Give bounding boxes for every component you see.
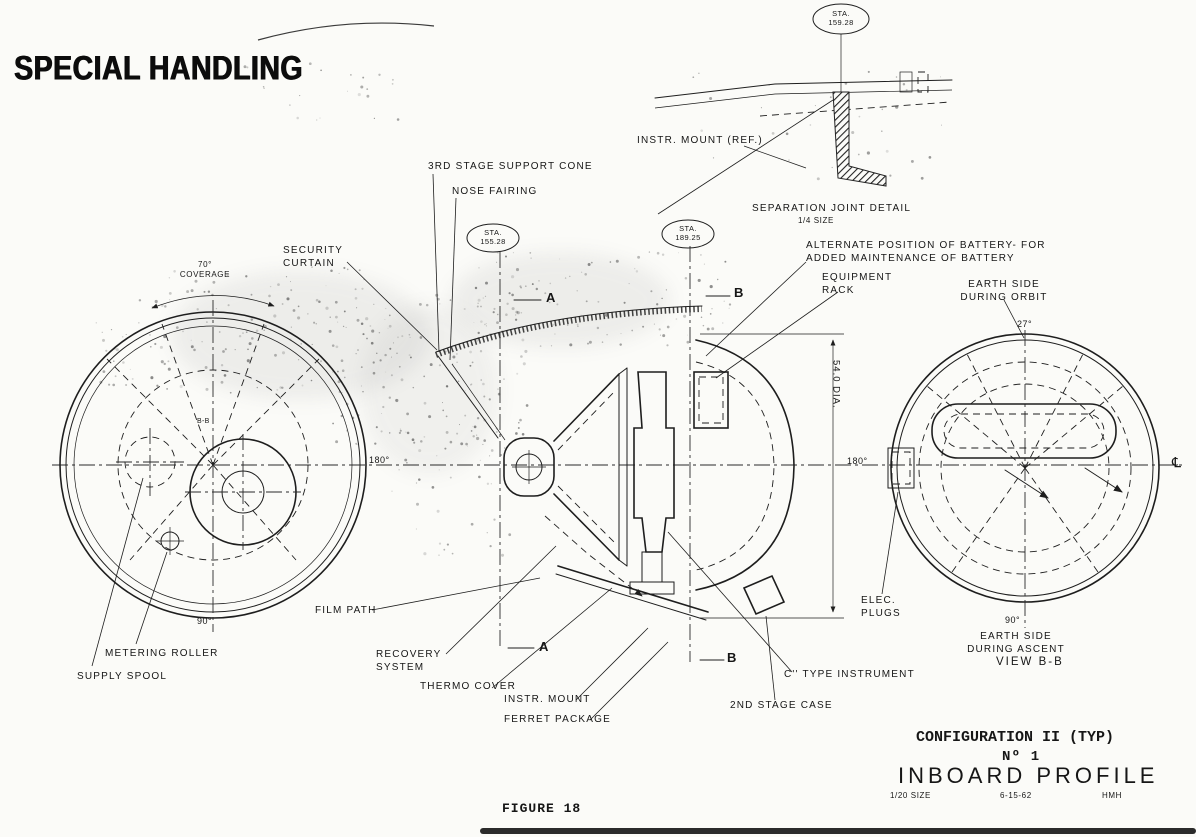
centerline-symbol: ℄: [1172, 453, 1181, 471]
callout-ferret-package: FERRET PACKAGE: [504, 713, 611, 726]
dimension-54-dia-label: 54.0 DIA.: [829, 360, 841, 409]
callout-instr-mount: INSTR. MOUNT: [504, 693, 591, 706]
label-180-right-view: 180°: [847, 456, 868, 468]
special-handling-stamp: SPECIAL HANDLING: [14, 48, 303, 88]
instrument-housing-bb: [932, 404, 1116, 458]
label-view-b-b: VIEW B-B: [996, 655, 1064, 670]
label-180-left-view: 180°: [369, 455, 390, 467]
callout-instr-mount-ref: INSTR. MOUNT (REF.): [637, 134, 763, 147]
metering-roller-shape: [156, 527, 184, 555]
section-marker-b-top: B: [734, 285, 743, 302]
callout-nose-fairing: NOSE FAIRING: [452, 185, 538, 198]
callout-alternate-battery: ALTERNATE POSITION OF BATTERY- FOR ADDED…: [806, 239, 1046, 265]
section-marker-a-top: A: [546, 290, 555, 307]
callout-second-stage-case: 2ND STAGE CASE: [730, 699, 833, 712]
title-block-scale: 1/20 SIZE: [890, 791, 931, 801]
label-27-deg: 27°: [1017, 319, 1032, 331]
second-stage-diamond: [744, 576, 784, 614]
title-block-title: INBOARD PROFILE: [898, 762, 1158, 791]
title-block-configuration: CONFIGURATION II (TYP): [916, 728, 1114, 748]
c-type-instrument-shape: [630, 372, 674, 594]
view-b-b-drawing: [882, 300, 1159, 628]
take-up-spool: [185, 434, 301, 550]
label-earth-side-ascent: EARTH SIDE DURING ASCENT: [960, 630, 1072, 656]
label-90-right-view: 90°: [1005, 615, 1020, 627]
supply-spool-shape: [116, 428, 184, 496]
label-hub-marker: B-B: [197, 417, 210, 426]
callout-security-curtain: SECURITY CURTAIN: [283, 244, 343, 270]
label-90-left-view: 90°: [197, 616, 212, 628]
separation-joint-detail-title: SEPARATION JOINT DETAIL: [752, 202, 911, 215]
section-marker-a-bottom: A: [539, 639, 548, 656]
title-block-date: 6-15-62: [1000, 791, 1032, 801]
callout-elec-plugs: ELEC. PLUGS: [861, 594, 901, 620]
callout-supply-spool: SUPPLY SPOOL: [77, 670, 167, 683]
callout-equipment-rack: EQUIPMENT RACK: [822, 271, 892, 297]
figure-caption: FIGURE 18: [502, 801, 581, 818]
label-earth-side-orbit: EARTH SIDE DURING ORBIT: [956, 278, 1052, 304]
station-bubble-159-label: STA. 159.28: [813, 9, 869, 28]
callout-third-stage-support-cone: 3RD STAGE SUPPORT CONE: [428, 160, 593, 173]
section-marker-b-bottom: B: [727, 650, 736, 667]
callout-c-type-instrument: C'' TYPE INSTRUMENT: [784, 668, 915, 681]
recovery-system-shape: [504, 368, 627, 566]
callout-metering-roller: METERING ROLLER: [105, 647, 219, 660]
callout-thermo-cover: THERMO COVER: [420, 680, 516, 693]
title-block-initials: HMH: [1102, 791, 1122, 801]
separation-joint-detail-drawing: [655, 4, 952, 214]
equipment-rack-shape: [694, 372, 728, 428]
callout-film-path: FILM PATH: [315, 604, 377, 617]
separation-bracket: [833, 92, 886, 186]
station-bubble-189-label: STA. 189.25: [662, 224, 714, 243]
callout-recovery-system: RECOVERY SYSTEM: [376, 648, 442, 674]
label-70-coverage: 70° COVERAGE: [174, 260, 236, 281]
separation-joint-detail-scale: 1/4 SIZE: [798, 216, 834, 226]
station-bubble-155-label: STA. 155.28: [467, 228, 519, 247]
